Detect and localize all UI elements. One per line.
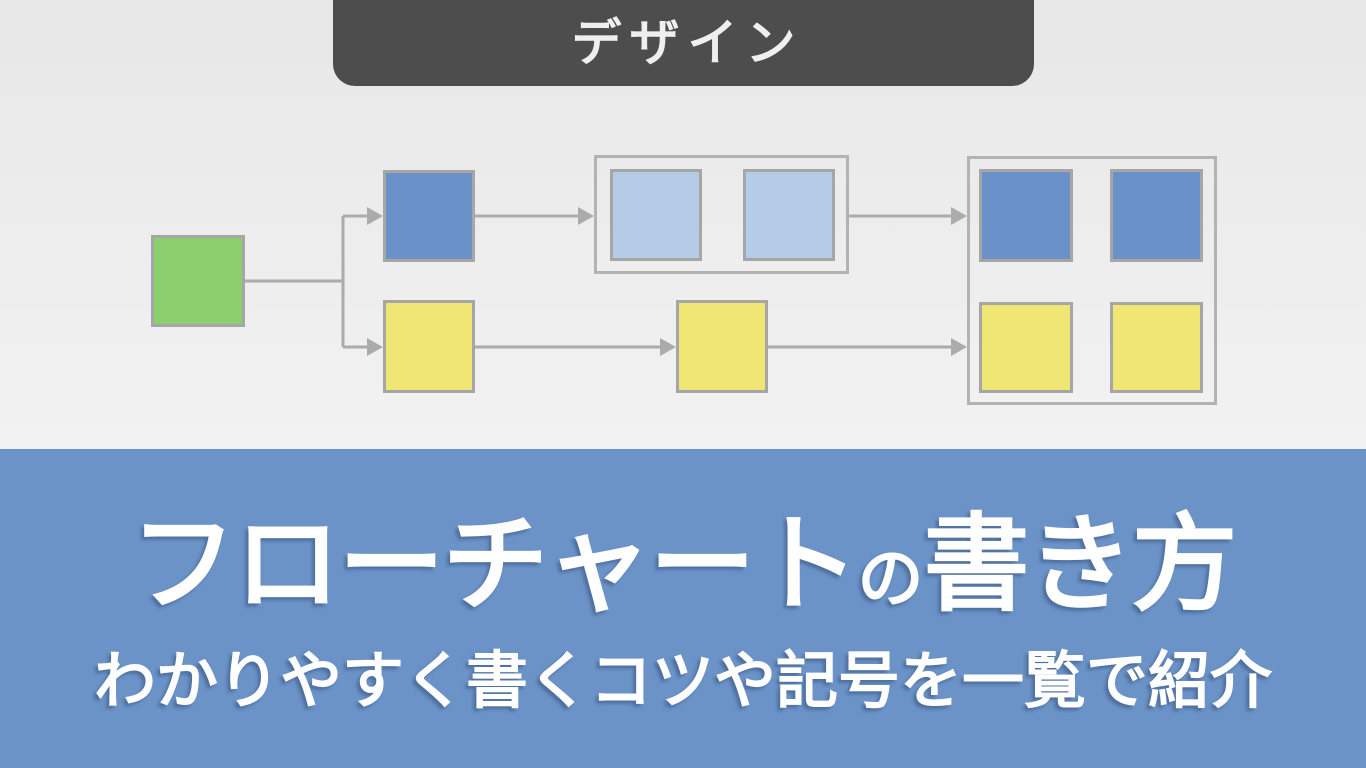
flowchart-connectors [245,207,967,356]
arrowhead-icon [578,207,594,225]
arrowhead-icon [951,338,967,356]
flow-node-start [151,235,245,327]
flow-node-yellow-bottom-right [1110,302,1203,393]
flow-node-light-blue-2 [743,169,835,261]
flow-node-blue-1 [383,170,475,262]
title-particle: の [857,541,924,615]
connector-start-split [245,216,345,347]
flow-node-blue-top-left [979,169,1073,262]
flowchart-diagram [151,155,1217,405]
page-title: フローチャートの書き方 [0,509,1366,621]
title-banner: フローチャートの書き方 わかりやすく書くコツや記号を一覧で紹介 [0,449,1366,768]
arrowhead-icon [660,338,676,356]
arrowhead-icon [367,207,383,225]
title-part2: 書き方 [923,506,1237,624]
flow-node-yellow-1 [383,300,475,393]
flow-group-right [967,156,1217,405]
flow-group-mid [594,155,849,274]
arrowhead-icon [951,207,967,225]
flow-node-blue-top-right [1110,169,1203,262]
flow-node-yellow-2 [676,300,768,393]
title-part1: フローチャート [130,506,860,624]
header-section: デザイン [0,0,1366,449]
flow-node-yellow-bottom-left [979,302,1073,393]
arrowhead-icon [367,338,383,356]
flow-node-light-blue-1 [610,169,702,261]
category-badge: デザイン [333,0,1034,86]
category-badge-label: デザイン [571,15,804,71]
page-subtitle: わかりやすく書くコツや記号を一覧で紹介 [93,647,1272,716]
